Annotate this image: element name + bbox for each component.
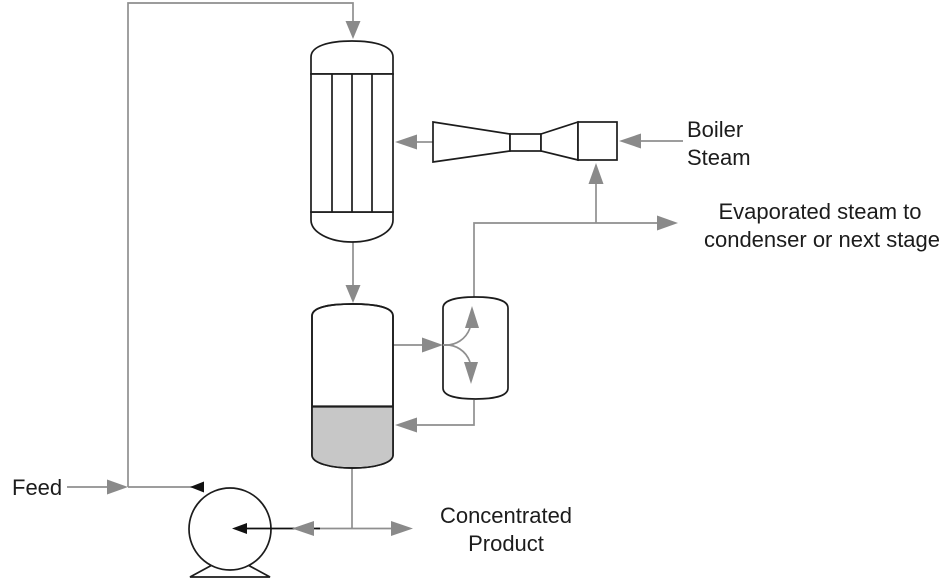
heat-exchanger-bottom-cap — [310, 211, 394, 243]
boiler-steam-arrow — [619, 133, 641, 149]
feed-arrow — [107, 479, 128, 495]
venturi-diffuser — [432, 121, 511, 163]
pump-suction-arrow — [232, 523, 247, 534]
boiler-steam-label-line1: Boiler — [687, 117, 743, 142]
boiler-steam-label-line2: Steam — [687, 145, 751, 170]
heat-exchanger — [310, 40, 394, 243]
product-out-arrow — [391, 521, 413, 536]
pump — [188, 487, 320, 578]
venturi-steam-chest — [577, 121, 618, 161]
separator-down-arrow — [464, 362, 478, 384]
separator-shell — [442, 296, 509, 400]
recycle-down-arrow — [345, 21, 361, 39]
boiler-steam-label: Boiler Steam — [687, 117, 751, 170]
flash-vessel-outline — [311, 303, 394, 469]
flash-vessel-liquid — [312, 407, 393, 467]
venturi-nozzle — [540, 120, 579, 162]
vessel-to-separator-arrow — [422, 337, 443, 353]
hx-outlet-arrow — [345, 285, 361, 303]
concentrated-product-label: Concentrated Product — [440, 503, 572, 556]
evaporated-steam-arrow — [657, 215, 678, 231]
thermocompressor — [432, 120, 618, 163]
product-to-pump-arrow — [292, 521, 314, 536]
separator-return-line — [417, 400, 475, 426]
evaporated-steam-label: Evaporated steam to condenser or next st… — [704, 199, 940, 252]
concentrated-product-label-line2: Product — [468, 531, 544, 556]
vapor-separator — [442, 296, 509, 400]
suction-up-arrow — [588, 163, 604, 184]
venturi-to-hx-arrow — [395, 134, 417, 150]
feed-label: Feed — [12, 475, 62, 500]
evaporated-steam-line — [473, 184, 657, 298]
separator-up-arrow — [465, 306, 479, 328]
pump-discharge-arrow — [190, 481, 204, 493]
recycle-line — [127, 2, 354, 487]
heat-exchanger-top-cap — [310, 40, 394, 75]
evaporated-steam-label-line2: condenser or next stage — [704, 227, 940, 252]
concentrated-product-label-line1: Concentrated — [440, 503, 572, 528]
separator-return-arrow — [395, 417, 417, 433]
separator-split-curve-down — [442, 344, 471, 363]
flash-vessel — [311, 303, 394, 469]
evaporated-steam-label-line1: Evaporated steam to — [718, 199, 921, 224]
venturi-throat — [509, 133, 542, 152]
